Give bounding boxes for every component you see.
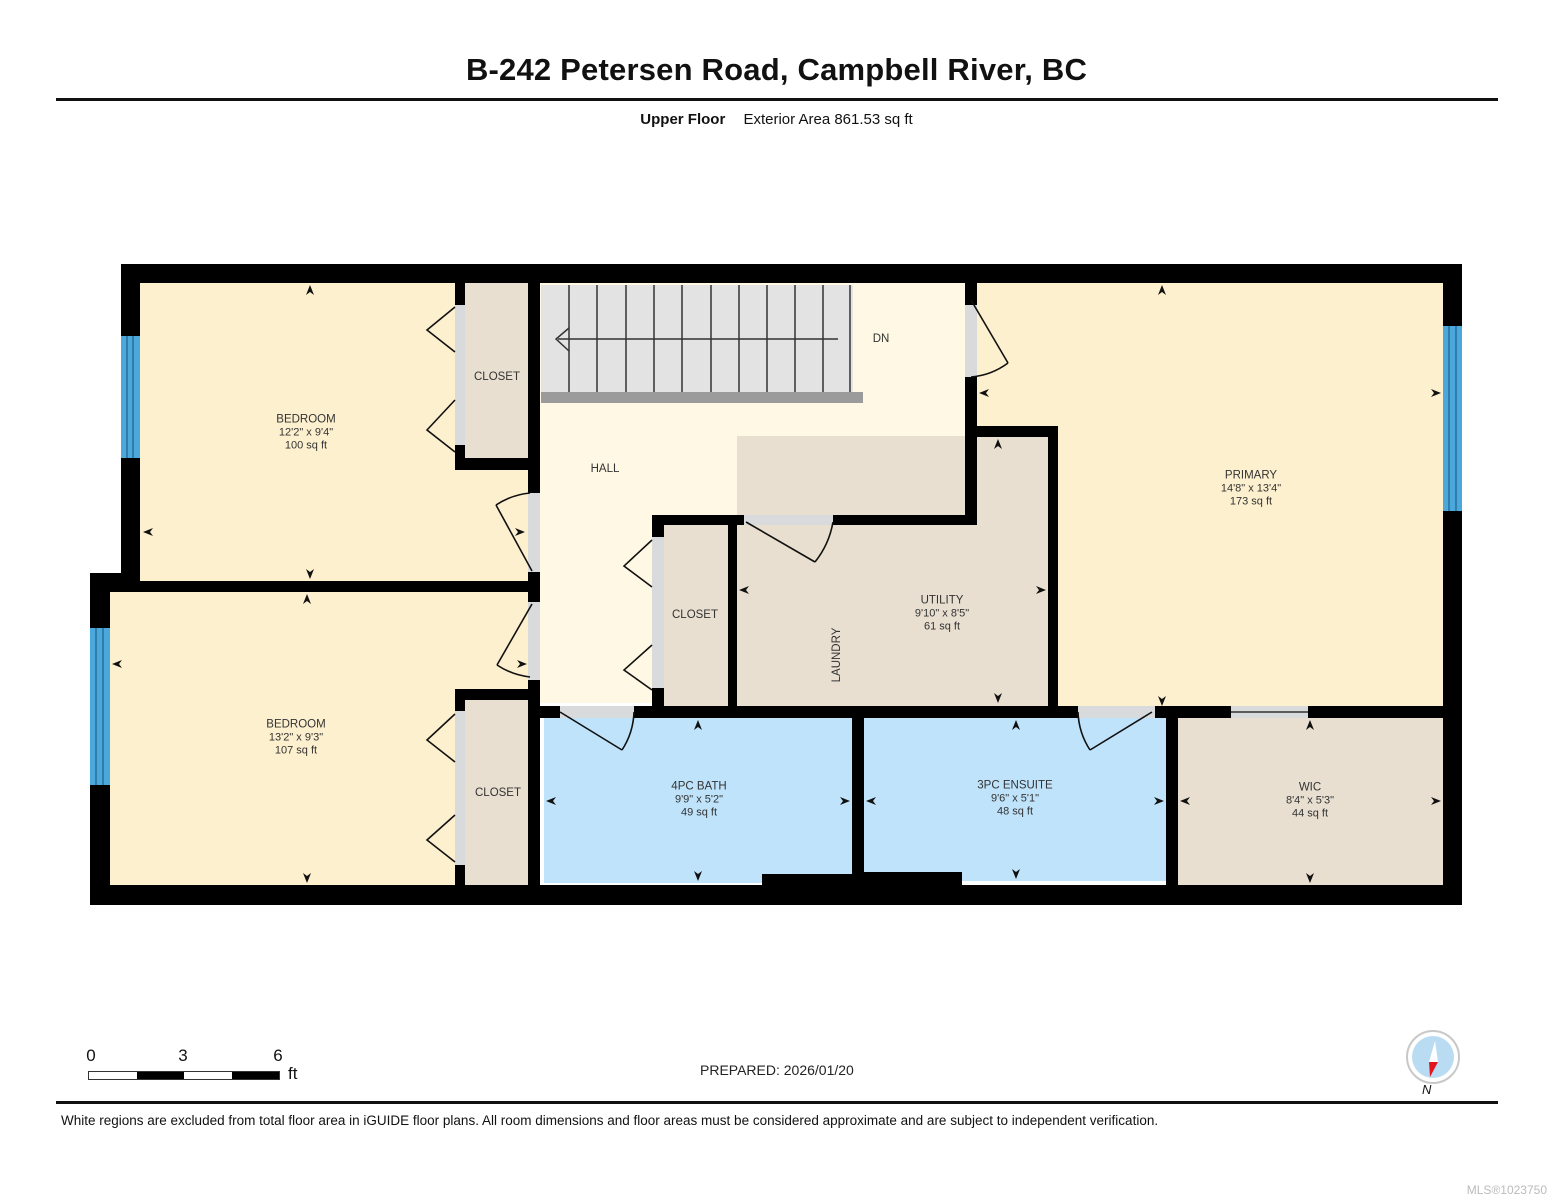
scale-tick-3: 3 xyxy=(178,1046,188,1065)
closet-label-1: CLOSET xyxy=(473,371,521,383)
mls-number: MLS®1023750 xyxy=(1466,1183,1547,1197)
closet-3-fill xyxy=(663,524,728,707)
room-name: PRIMARY xyxy=(1224,469,1278,482)
closet-label-3: CLOSET xyxy=(671,609,719,621)
scale-unit: ft xyxy=(288,1064,298,1083)
room-dims: 9'9" x 5'2" xyxy=(674,793,724,806)
laundry-label: LAUNDRY xyxy=(831,627,843,683)
hall-label: HALL xyxy=(590,463,620,475)
room-area: 173 sq ft xyxy=(1229,495,1273,508)
room-label-utility: UTILITY 9'10" x 8'5" 61 sq ft xyxy=(915,595,969,634)
closet-1-fill xyxy=(465,283,528,470)
exterior-area: Exterior Area 861.53 sq ft xyxy=(743,111,913,128)
stairs xyxy=(554,285,851,392)
footer-divider xyxy=(56,1101,1498,1104)
room-dims: 9'10" x 8'5" xyxy=(914,607,970,620)
utility-fill xyxy=(737,436,1050,706)
stairs-down-label: DN xyxy=(872,333,890,345)
room-label-3pc-ensuite: 3PC ENSUITE 9'6" x 5'1" 48 sq ft xyxy=(977,780,1052,819)
door-swings xyxy=(425,299,1153,863)
room-name: BEDROOM xyxy=(276,413,336,426)
room-area: 48 sq ft xyxy=(996,805,1034,818)
windows xyxy=(90,326,1462,785)
room-label-bedroom-2: BEDROOM 13'2" x 9'3" 107 sq ft xyxy=(266,719,325,758)
header-divider xyxy=(56,98,1498,101)
room-area: 49 sq ft xyxy=(680,806,718,819)
compass-north-label: N xyxy=(1422,1082,1432,1097)
wic-fill xyxy=(1178,718,1443,885)
closet-label-2: CLOSET xyxy=(474,787,522,799)
room-dims: 12'2" x 9'4" xyxy=(278,426,334,439)
room-area: 44 sq ft xyxy=(1291,807,1329,820)
room-dims: 9'6" x 5'1" xyxy=(990,792,1040,805)
scale-tick-0: 0 xyxy=(86,1046,96,1065)
compass-icon: N xyxy=(1405,1030,1461,1100)
disclaimer-text: White regions are excluded from total fl… xyxy=(61,1113,1159,1128)
room-label-4pc-bath: 4PC BATH 9'9" x 5'2" 49 sq ft xyxy=(671,781,726,820)
room-dims: 13'2" x 9'3" xyxy=(268,731,324,744)
room-area: 61 sq ft xyxy=(923,620,961,633)
page-title: B-242 Petersen Road, Campbell River, BC xyxy=(465,52,1088,87)
room-dims: 14'8" x 13'4" xyxy=(1220,482,1282,495)
room-name: BEDROOM xyxy=(266,718,326,731)
dimension-markers xyxy=(112,285,1441,883)
room-label-bedroom-1: BEDROOM 12'2" x 9'4" 100 sq ft xyxy=(276,414,335,453)
floor-summary: Upper Floor Exterior Area 861.53 sq ft xyxy=(0,111,1553,128)
room-dims: 8'4" x 5'3" xyxy=(1285,794,1335,807)
floor-name: Upper Floor xyxy=(640,111,726,128)
scale-tick-6: 6 xyxy=(273,1046,283,1065)
room-name: UTILITY xyxy=(920,594,964,607)
stair-railing xyxy=(541,392,863,403)
scale-bar-graphic xyxy=(88,1071,280,1080)
room-name: 3PC ENSUITE xyxy=(977,779,1053,792)
bath-fill xyxy=(544,718,852,883)
north-arrow-icon xyxy=(1406,1030,1460,1084)
room-name: 4PC BATH xyxy=(671,780,727,793)
room-name: WIC xyxy=(1298,781,1322,794)
prepared-date: PREPARED: 2026/01/20 xyxy=(700,1062,854,1078)
room-label-wic: WIC 8'4" x 5'3" 44 sq ft xyxy=(1286,782,1334,821)
ensuite-fill xyxy=(864,718,1166,881)
door-openings xyxy=(455,305,1308,865)
room-area: 100 sq ft xyxy=(284,439,328,452)
room-area: 107 sq ft xyxy=(274,744,318,757)
closet-2-fill xyxy=(465,700,530,885)
room-label-primary: PRIMARY 14'8" x 13'4" 173 sq ft xyxy=(1221,470,1281,509)
